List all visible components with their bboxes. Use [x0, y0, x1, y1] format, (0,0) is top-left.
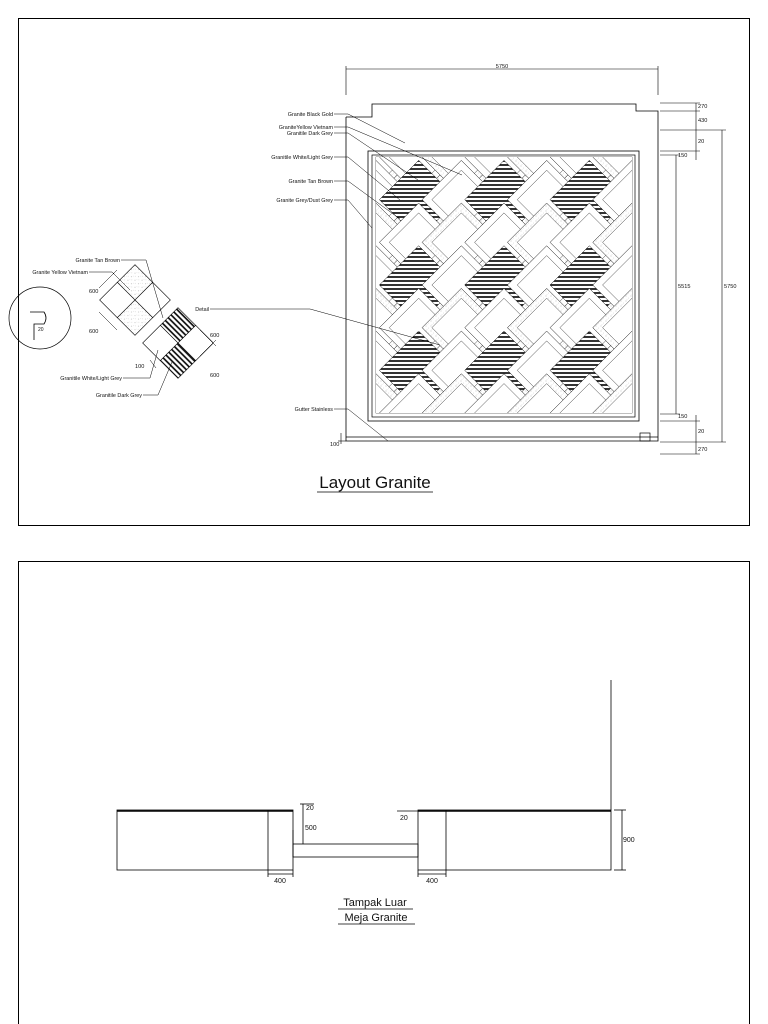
gutter-stainless	[346, 432, 658, 442]
label-yellow-vietnam: GraniteYellow Vietnam	[279, 125, 334, 131]
tbl-dim-900: 900	[623, 837, 635, 844]
dim-270-top: 270	[698, 104, 707, 110]
dim-20-top: 20	[698, 139, 704, 145]
dim-150-top: 150	[678, 153, 687, 159]
det-dim-600-b: 600	[89, 329, 98, 335]
circle-callout: 20	[8, 286, 72, 350]
det-dim-600-a: 600	[89, 289, 98, 295]
dim-20-bot: 20	[698, 429, 704, 435]
detail-drawing: 600 600 600 600 100 Granite Tan Brown Gr…	[32, 258, 219, 399]
det-label-yellow-vietnam: Granite Yellow Vietnam	[32, 270, 88, 276]
tbl-dim-400-left: 400	[274, 878, 286, 885]
dim-430: 430	[698, 118, 707, 124]
tile-inner	[602, 383, 632, 413]
dimension-lines	[338, 66, 726, 455]
label-detail: Detail	[195, 307, 209, 313]
det-label-tan-brown: Granite Tan Brown	[75, 258, 120, 264]
sheet-1-title: Layout Granite	[319, 473, 431, 492]
label-black-gold: Granite Black Gold	[288, 112, 333, 118]
label-gutter: Gutter Stainless	[295, 407, 334, 413]
label-white-light-grey: Granitile White/Light Grey	[271, 155, 333, 161]
sheet-2-title-line2: Meja Granite	[345, 912, 408, 924]
dim-inner-height: 5515	[678, 284, 690, 290]
dimension-texts: 5750 270 430 20 150 5515 5750 150 20 270…	[330, 64, 736, 453]
tile-pattern	[376, 157, 632, 413]
table-elevation	[116, 680, 626, 877]
material-labels: Granite Black Gold GraniteYellow Vietnam…	[195, 112, 333, 413]
dim-right-height: 5750	[724, 284, 736, 290]
tbl-dim-400-right: 400	[426, 878, 438, 885]
dim-270-bot: 270	[698, 447, 707, 453]
det-label-white-light-grey: Granitile White/Light Grey	[60, 376, 122, 382]
det-dim-600-d: 600	[210, 373, 219, 379]
det-dim-600-c: 600	[210, 333, 219, 339]
sheet-1-frame	[18, 18, 750, 526]
label-grey-dust: Granite Grey/Dust Grey	[276, 198, 333, 204]
tbl-dim-20-right: 20	[400, 815, 408, 822]
leader-lines	[210, 113, 463, 442]
table-dimension-texts: 20 500 20 900 400 400	[274, 805, 635, 885]
circle-dim-20: 20	[38, 327, 44, 333]
label-tan-brown: Granite Tan Brown	[288, 179, 333, 185]
tbl-dim-20-left: 20	[306, 805, 314, 812]
det-dim-100: 100	[135, 364, 144, 370]
label-dark-grey: Granitile Dark Grey	[287, 131, 333, 137]
dim-top-width: 5750	[496, 64, 508, 70]
det-label-dark-grey: Granitile Dark Grey	[96, 393, 142, 399]
tbl-dim-500: 500	[305, 825, 317, 832]
sheet-2-title-line1: Tampak Luar	[343, 897, 407, 909]
dim-100: 100	[330, 442, 339, 448]
dim-150-bot: 150	[678, 414, 687, 420]
sheet-2-frame	[18, 561, 750, 1024]
